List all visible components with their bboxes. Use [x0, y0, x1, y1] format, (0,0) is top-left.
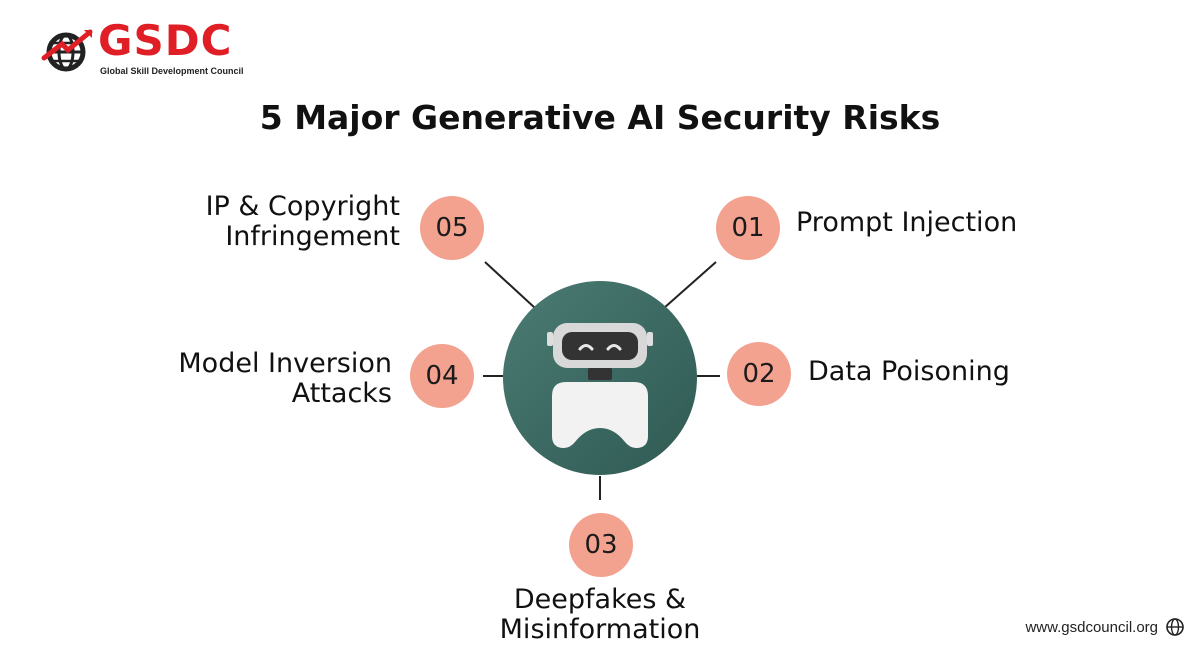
risk-label-03: Deepfakes & Misinformation	[499, 584, 701, 645]
connector-01	[663, 261, 717, 309]
risk-label-04: Model Inversion Attacks	[178, 348, 392, 409]
risk-badge-03: 03	[569, 513, 633, 577]
brand-tagline: Global Skill Development Council	[100, 66, 244, 76]
risk-badge-01: 01	[716, 196, 780, 260]
footer-url[interactable]: www.gsdcouncil.org	[1025, 618, 1158, 636]
globe-icon	[1166, 618, 1184, 636]
risk-badge-02: 02	[727, 342, 791, 406]
connector-05	[484, 261, 536, 309]
page-title: 5 Major Generative AI Security Risks	[259, 98, 941, 137]
robot-icon	[547, 323, 653, 448]
risk-label-01: Prompt Injection	[796, 207, 1018, 238]
footer: www.gsdcouncil.org	[1025, 618, 1184, 636]
brand-name: GSDC	[98, 16, 233, 65]
risk-badge-04: 04	[410, 344, 474, 408]
globe-logo-icon	[41, 29, 93, 72]
brand-logo: GSDC Global Skill Development Council	[38, 20, 244, 78]
risk-label-02: Data Poisoning	[808, 356, 1010, 387]
risk-badge-05: 05	[420, 196, 484, 260]
risk-label-05: IP & Copyright Infringement	[205, 191, 400, 252]
